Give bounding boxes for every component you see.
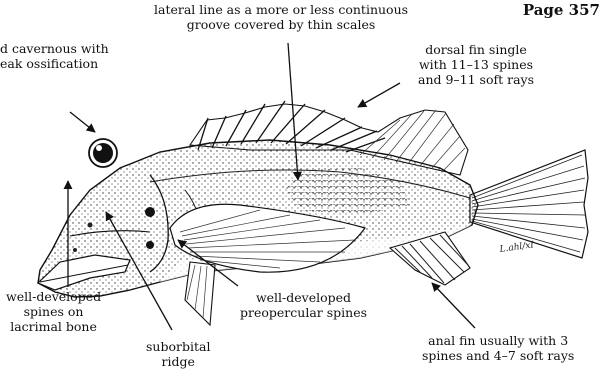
pelvic-fin [185, 262, 215, 325]
label-lacrimal: well-developed spines on lacrimal bone [6, 289, 101, 334]
arrow-head [70, 112, 95, 132]
label-preopercular: well-developed preopercular spines [240, 290, 367, 320]
page-number: Page 357 [523, 1, 600, 19]
label-anal-fin: anal fin usually with 3 spines and 4–7 s… [422, 333, 574, 363]
label-head: d cavernous with eak ossification [0, 41, 109, 71]
label-suborbital: suborbital ridge [146, 339, 210, 369]
arrow-anal-fin [432, 283, 475, 328]
arrow-dorsal-fin [358, 83, 400, 107]
artist-signature: L.ahl/xI [498, 240, 535, 255]
eye [89, 139, 117, 167]
label-lateral-line: lateral line as a more or less continuou… [154, 2, 408, 32]
label-dorsal-fin: dorsal fin single with 11–13 spines and … [418, 42, 534, 87]
